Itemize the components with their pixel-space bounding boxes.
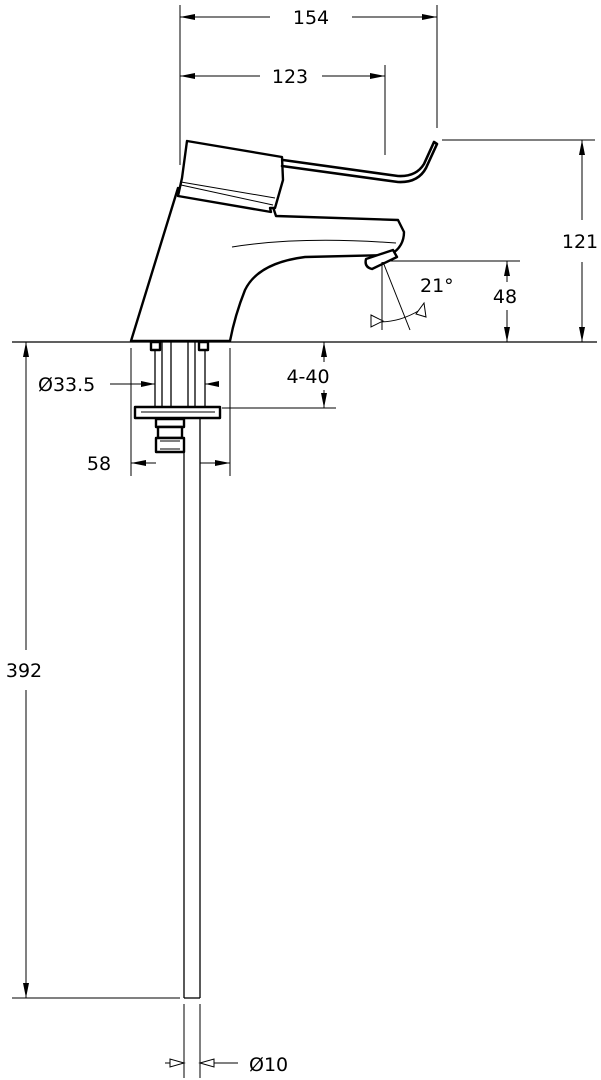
dim-spout-angle: 21° [370,261,454,331]
dim-overall-reach-label: 154 [293,7,329,29]
dim-lever-reach: 123 [180,65,386,155]
dim-base-width: 58 [87,348,231,476]
dim-overall-height-label: 121 [562,231,598,253]
dim-deck-thickness: 4-40 [222,342,336,409]
aerator [364,248,399,271]
dim-overall-height: 121 [442,139,598,342]
dim-supply-length-label: 392 [6,660,42,682]
dim-body-diameter-label: Ø33.5 [38,374,95,396]
supply-tube [183,418,201,999]
faucet-body [129,186,406,343]
lever-handle [280,140,439,184]
dim-supply-length: 392 [6,342,180,999]
underside-fittings [133,340,222,454]
dim-spout-angle-label: 21° [420,275,454,297]
dim-deck-thickness-label: 4-40 [286,366,329,388]
dim-supply-diameter-label: Ø10 [249,1054,288,1076]
handle-cap [176,139,285,214]
dim-overall-reach: 154 [179,5,438,165]
dim-body-diameter: Ø33.5 [38,374,219,396]
dim-lever-reach-label: 123 [272,66,308,88]
dim-supply-diameter: Ø10 [165,1004,288,1078]
dim-base-width-label: 58 [87,453,111,475]
dim-spout-height: 48 [390,260,520,342]
dim-spout-height-label: 48 [493,286,517,308]
